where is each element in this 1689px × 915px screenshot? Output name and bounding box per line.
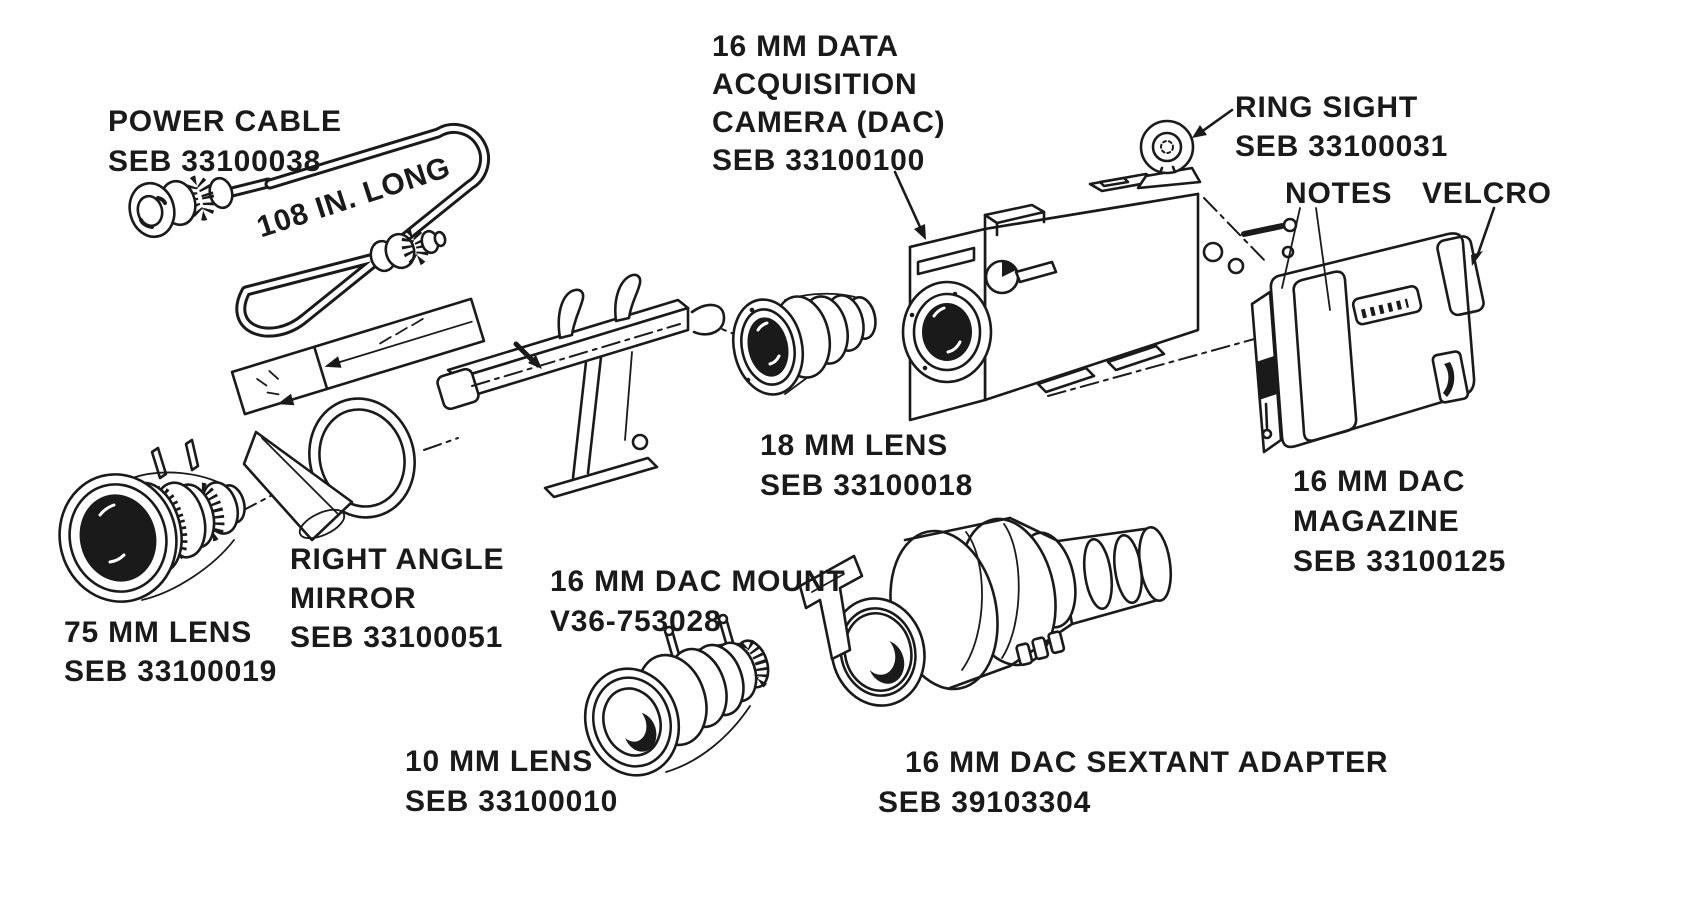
ring-sight-leader-arrow xyxy=(1192,108,1234,138)
ring-sight-label: RING SIGHT SEB 33100031 xyxy=(1235,91,1449,163)
velcro-leader-arrow xyxy=(1471,206,1496,266)
lens-75mm xyxy=(58,438,246,603)
dac-camera-label: 16 MM DATA ACQUISITION CAMERA (DAC) SEB … xyxy=(712,30,946,177)
lens-18mm-label: 18 MM LENS SEB 33100018 xyxy=(760,429,974,502)
velcro-label: VELCRO xyxy=(1422,177,1552,210)
power-cable-label: POWER CABLE SEB 33100038 xyxy=(108,102,342,182)
mount-indicator-arrow xyxy=(513,341,542,369)
notes-label: NOTES xyxy=(1285,177,1393,210)
right-angle-mirror xyxy=(242,397,416,542)
frame-counter xyxy=(1351,285,1423,326)
power-cable-label-part: SEB 33100038 xyxy=(108,145,322,178)
dac-mount-label: 16 MM DAC MOUNT V36-753028 xyxy=(550,565,846,638)
lens-75mm-label: 75 MM LENS SEB 33100019 xyxy=(64,616,278,688)
power-cable-connector xyxy=(128,175,274,239)
sextant-adapter-label: 16 MM DAC SEXTANT ADAPTER SEB 39103304 xyxy=(878,746,1389,819)
adapter-bracket xyxy=(798,554,864,661)
right-angle-mirror-label: RIGHT ANGLE MIRROR SEB 33100051 xyxy=(290,543,505,654)
decal-plate xyxy=(230,297,486,416)
dac-mount xyxy=(436,273,726,499)
lens-18mm xyxy=(731,292,877,396)
power-cable xyxy=(235,123,491,338)
camera-rear-knobs xyxy=(1202,217,1298,275)
lens-10mm-label: 10 MM LENS SEB 33100010 xyxy=(405,745,619,818)
film-magazine xyxy=(1250,232,1485,454)
cable-end-connector xyxy=(369,228,447,273)
notes-leader-lines xyxy=(1281,207,1331,311)
camera-viewfinder xyxy=(983,203,1046,237)
magazine-label: 16 MM DAC MAGAZINE SEB 33100125 xyxy=(1293,465,1507,578)
adapter-detents xyxy=(1015,630,1066,667)
sextant-adapter xyxy=(798,516,1173,707)
dac-camera-body xyxy=(901,172,1298,422)
power-cable-label-name: POWER CABLE xyxy=(108,105,342,138)
leader-lines xyxy=(893,108,1496,311)
camera-knob xyxy=(984,259,1058,295)
velcro-patch xyxy=(1436,235,1485,317)
camera-leader-arrow xyxy=(893,170,926,240)
magazine-latch xyxy=(1431,350,1470,404)
ring-sight xyxy=(1136,119,1202,190)
lens-10mm xyxy=(583,613,770,777)
